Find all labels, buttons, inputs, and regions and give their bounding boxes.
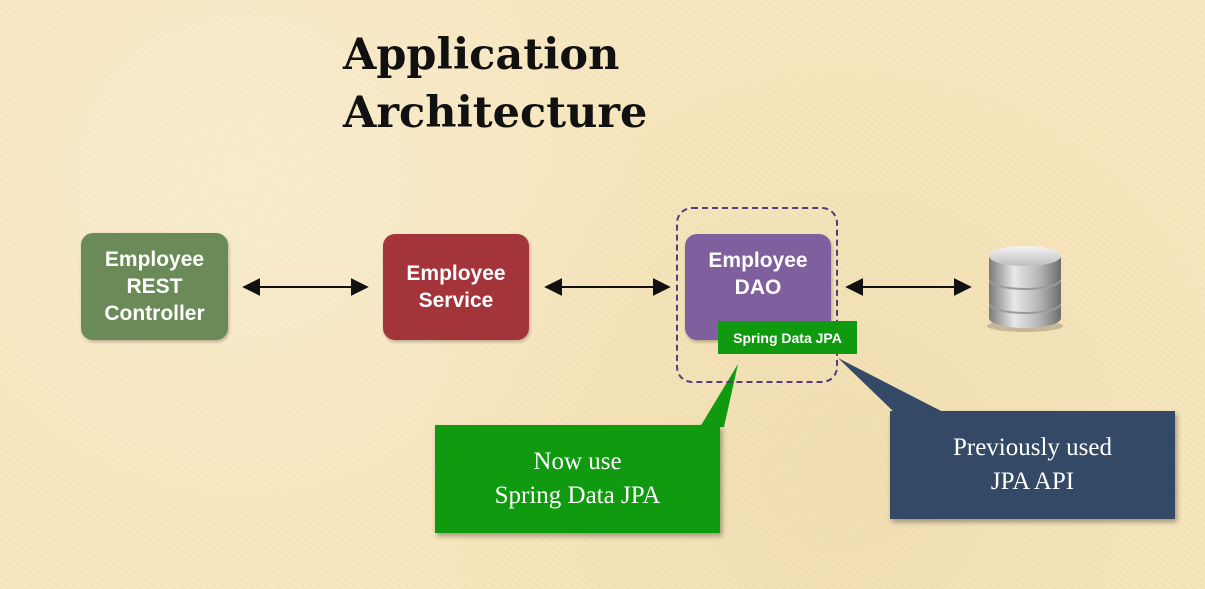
- previous-callout-line-2: JPA API: [990, 468, 1075, 495]
- employee-rest-controller-node: Employee REST Controller: [81, 233, 228, 340]
- dao-highlight-outline: [676, 207, 838, 383]
- service-line-2: Service: [418, 289, 494, 312]
- now-callout-line-1: Now use: [533, 448, 622, 475]
- previous-callout-tail: [838, 358, 945, 413]
- title-line-1: Application: [343, 30, 620, 80]
- page-title: Application Architecture: [343, 26, 647, 142]
- controller-line-2: REST: [126, 275, 183, 298]
- now-use-callout: Now use Spring Data JPA: [435, 425, 720, 533]
- spring-data-jpa-badge: Spring Data JPA: [718, 321, 857, 354]
- controller-line-1: Employee: [104, 248, 205, 271]
- title-line-2: Architecture: [343, 88, 648, 138]
- now-callout-line-2: Spring Data JPA: [494, 482, 661, 509]
- employee-service-node: Employee Service: [383, 234, 529, 340]
- employee-dao-node: Employee DAO: [685, 234, 831, 340]
- dao-line-2: DAO: [734, 276, 782, 299]
- service-line-1: Employee: [406, 262, 506, 285]
- controller-line-3: Controller: [104, 302, 205, 325]
- database-icon: [987, 246, 1063, 332]
- previous-callout-line-1: Previously used: [952, 434, 1113, 461]
- now-callout-tail: [700, 364, 738, 427]
- previously-used-callout: Previously used JPA API: [890, 411, 1175, 519]
- dao-line-1: Employee: [708, 249, 808, 272]
